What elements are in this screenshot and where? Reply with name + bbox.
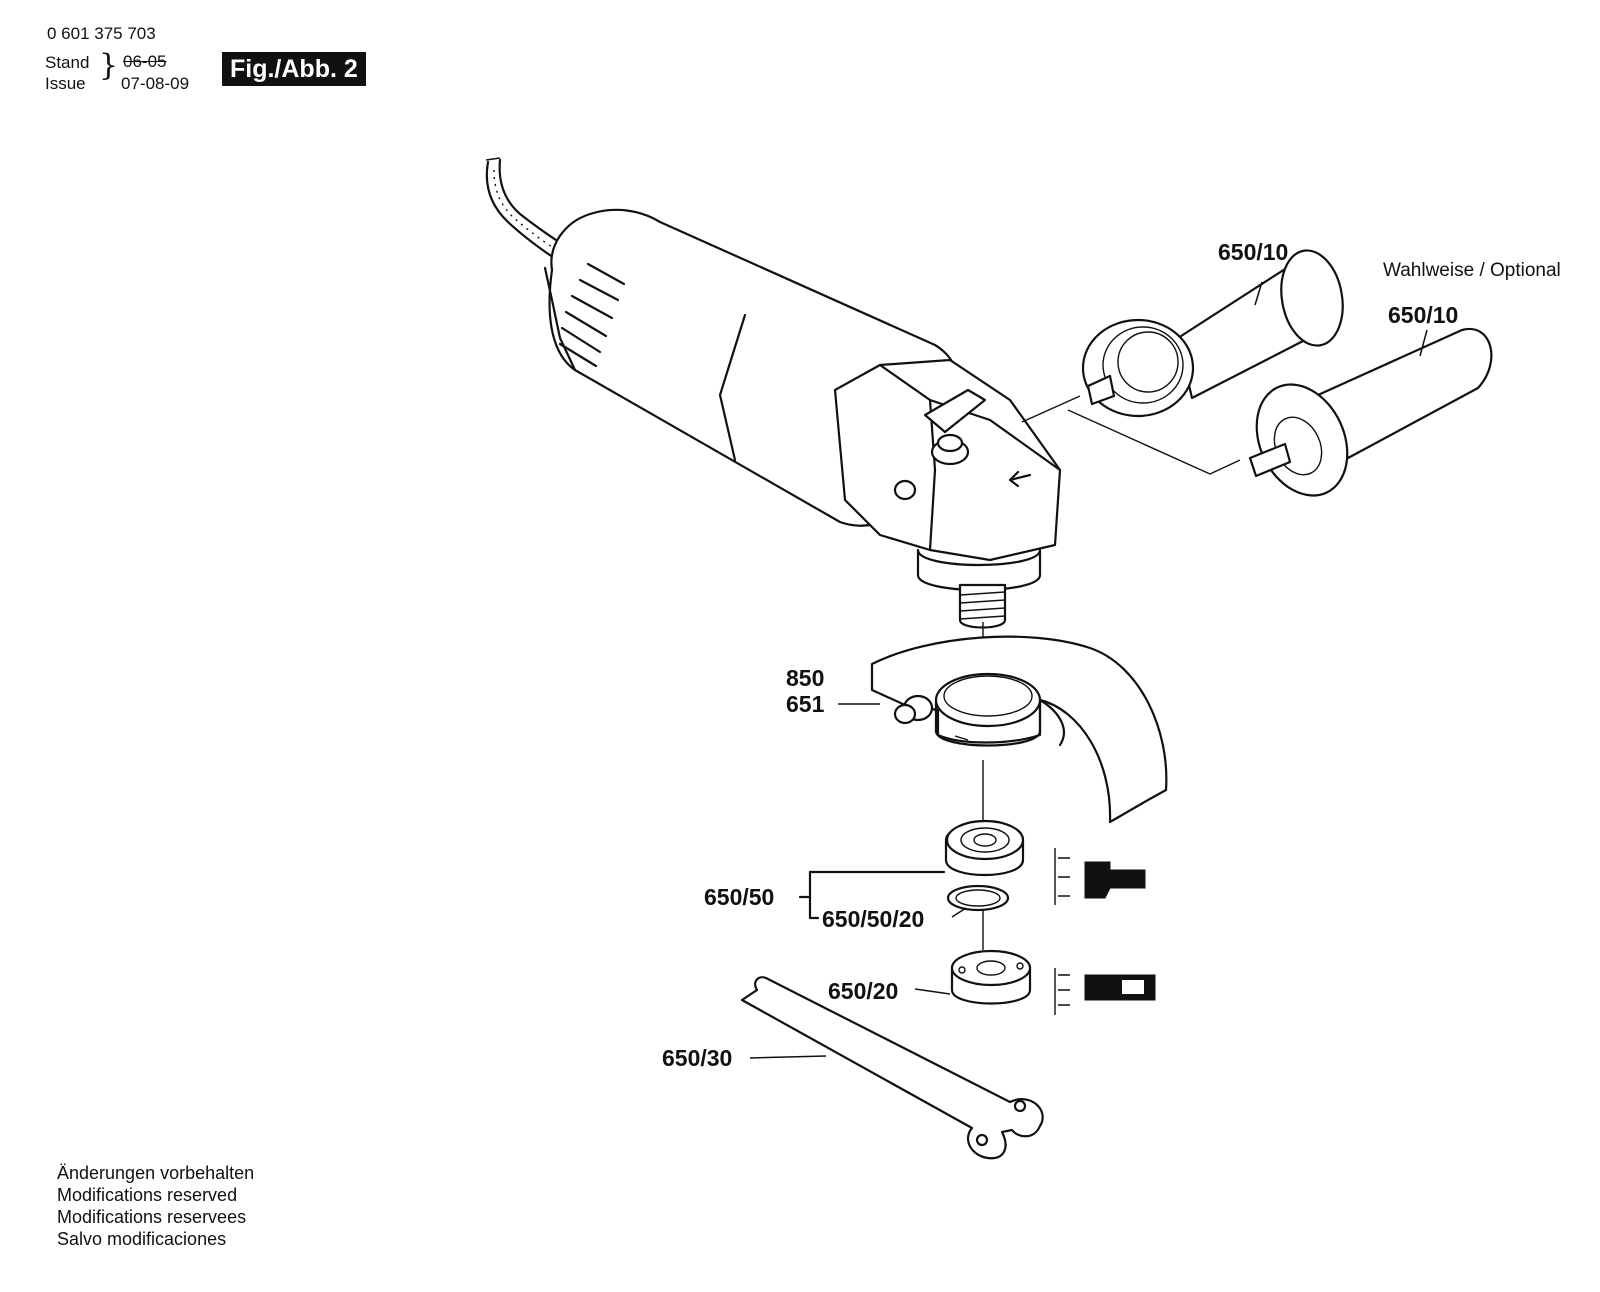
wheel-guard-icon <box>870 635 1168 824</box>
callout-flange-group: 650/50 <box>704 884 775 910</box>
issue-date: 07-08-09 <box>121 74 190 93</box>
brace-icon: } <box>99 48 119 83</box>
footer-line-en: Modifications reserved <box>57 1185 238 1205</box>
footer-line-fr: Modifications reservees <box>57 1207 247 1227</box>
nut-section-icon <box>1054 968 1156 1015</box>
auxiliary-handle-icon <box>1081 249 1344 418</box>
callout-handle-b: 650/10 <box>1388 302 1459 328</box>
stand-date: 06-05 <box>123 52 167 71</box>
mounting-flange-icon <box>944 819 1025 876</box>
callout-guard-850: 850 <box>786 665 825 691</box>
callout-spanner: 650/30 <box>662 1045 733 1071</box>
figure-label: Fig./Abb. 2 <box>222 52 366 86</box>
clamping-nut-icon <box>950 949 1032 1005</box>
grinder-body-icon <box>543 208 1062 629</box>
issue-label: Issue <box>45 74 86 93</box>
part-number: 0 601 375 703 <box>47 24 156 43</box>
flange-section-icon <box>1054 848 1146 905</box>
optional-note: Wahlweise / Optional <box>1383 260 1561 281</box>
callout-clamp-nut: 650/20 <box>828 978 899 1004</box>
callout-guard-651: 651 <box>786 691 825 717</box>
stand-label: Stand <box>45 53 90 72</box>
spanner-icon <box>740 976 1044 1160</box>
footer-line-es: Salvo modificaciones <box>57 1229 227 1249</box>
auxiliary-handle-icon <box>1248 327 1493 497</box>
callout-handle-a: 650/10 <box>1218 239 1289 265</box>
callout-flange-ring: 650/50/20 <box>822 906 925 932</box>
footer-line-de: Änderungen vorbehalten <box>57 1163 255 1183</box>
